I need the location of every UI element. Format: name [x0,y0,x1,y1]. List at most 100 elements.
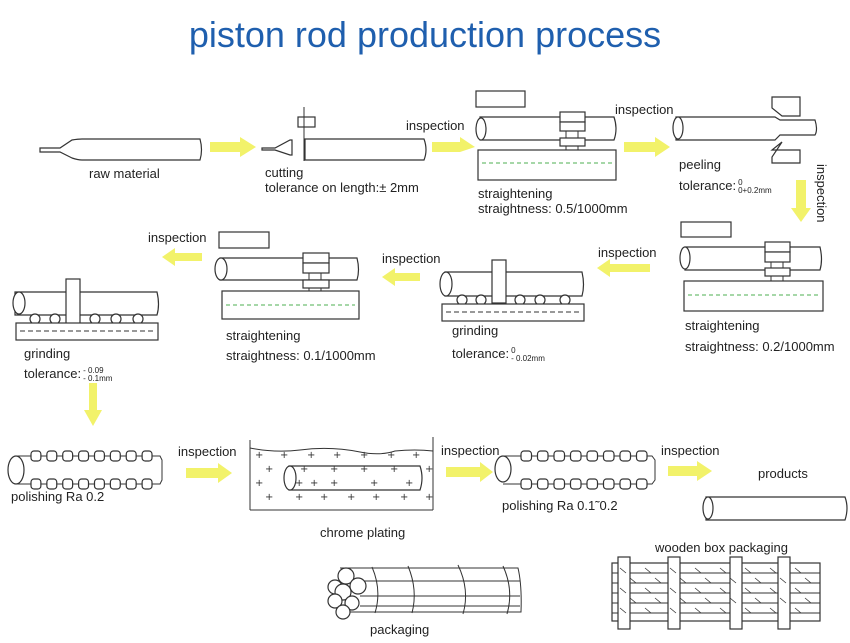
inspection-label-7: inspection [178,444,237,459]
straightening-spec-3: straightness: 0.1/1000mm [226,348,376,363]
polishing-roller [635,478,648,490]
arrow-left-2 [382,268,420,286]
wood-grain [744,587,752,594]
plus-sign: + [370,478,378,489]
polishing-roller [141,450,153,462]
polishing-roller [125,450,137,462]
products-label: products [758,466,808,481]
polishing-roller [635,450,648,462]
plus-sign: + [265,464,273,475]
grinding-drawing-1 [439,259,585,322]
grinding2-spec-text: tolerance: [24,366,82,381]
polishing-roller [62,450,74,462]
wood-grain [669,567,677,574]
wood-grain [719,587,727,594]
wood-grain [794,567,802,574]
peeling-spec-text: tolerance: [679,178,737,193]
plus-sign: + [300,464,308,475]
peeling-upper: 0 [738,177,743,187]
wood-grain [779,597,787,604]
polishing-roller [62,478,74,490]
plus-sign: + [333,450,341,461]
wood-grain [769,567,777,574]
polishing-roller [46,450,58,462]
grinding2-tolerance: - 0.09- 0.1mm [83,366,112,383]
plus-sign: + [255,478,263,489]
plus-sign: + [280,450,288,461]
arrow-left-3 [162,248,202,266]
arrow-right-2 [432,137,475,152]
wood-grain [754,597,762,604]
straightening-spec-1: straightness: 0.5/1000mm [478,201,628,216]
inspection-label-1: inspection [406,118,465,133]
plus-sign: + [310,478,318,489]
inspection-label-5: inspection [382,251,441,266]
arrow-right-4 [186,463,232,483]
polishing-roller [109,450,121,462]
wood-grain [729,577,737,584]
plus-sign: + [425,464,433,475]
plus-sign: + [425,492,433,503]
wood-grain [644,587,652,594]
wood-grain [694,567,702,574]
polishing-roller [602,478,615,490]
polishing-roller [569,450,582,462]
grinding1-tolerance: 0- 0.02mm [511,346,545,363]
polishing-roller [78,450,90,462]
polishing-roller [602,450,615,462]
straightening-drawing-1 [475,90,617,181]
grinding-spec-1: tolerance:0- 0.02mm [452,346,545,363]
chrome-plating-drawing: ++++++++++++++++++++++++++ [249,437,434,511]
bundle-packaging-drawing [327,564,522,620]
wood-grain [619,567,627,574]
wood-grain [679,577,687,584]
plus-sign: + [390,464,398,475]
plus-sign: + [412,450,420,461]
wood-grain [694,587,702,594]
polishing-label-2: polishing Ra 0.1˜0.2 [502,498,618,513]
arrow-down-2 [84,383,102,426]
wood-grain [744,567,752,574]
wood-grain [629,597,637,604]
wood-grain [729,597,737,604]
cutting-label: cutting [265,165,304,180]
polishing-roller [536,478,549,490]
peeling-drawing [672,96,818,164]
arrow-left-1 [597,259,650,277]
raw-material-label: raw material [89,166,160,181]
box-strap [777,556,791,630]
grinding-label-2: grinding [24,346,71,361]
wood-grain [619,587,627,594]
straightening-drawing-2 [679,221,824,312]
packaging-label: packaging [370,622,430,637]
wood-grain [644,607,652,614]
wooden-box-drawing [611,556,821,630]
plus-sign: + [405,478,413,489]
inspection-label-9: inspection [661,443,720,458]
wood-grain [719,607,727,614]
wood-grain [779,577,787,584]
plus-sign: + [372,492,380,503]
polishing-roller [78,478,90,490]
plus-sign: + [295,478,303,489]
inspection-label-6: inspection [148,230,207,245]
plus-sign: + [360,450,368,461]
grinding1-lower: - 0.02mm [511,353,545,363]
polishing-roller [586,450,599,462]
plus-sign: + [295,492,303,503]
wood-grain [769,587,777,594]
wood-grain [769,607,777,614]
polishing-roller [553,450,566,462]
wood-grain [629,577,637,584]
raw-material-rod [39,138,203,161]
polishing-roller [46,478,58,490]
polishing-roller [520,450,533,462]
box-strap [667,556,681,630]
inspection-label-2: inspection [615,102,674,117]
wood-grain [719,567,727,574]
box-strap [617,556,631,630]
wood-grain [754,577,762,584]
plus-sign: + [255,450,263,461]
wood-grain [804,597,812,604]
